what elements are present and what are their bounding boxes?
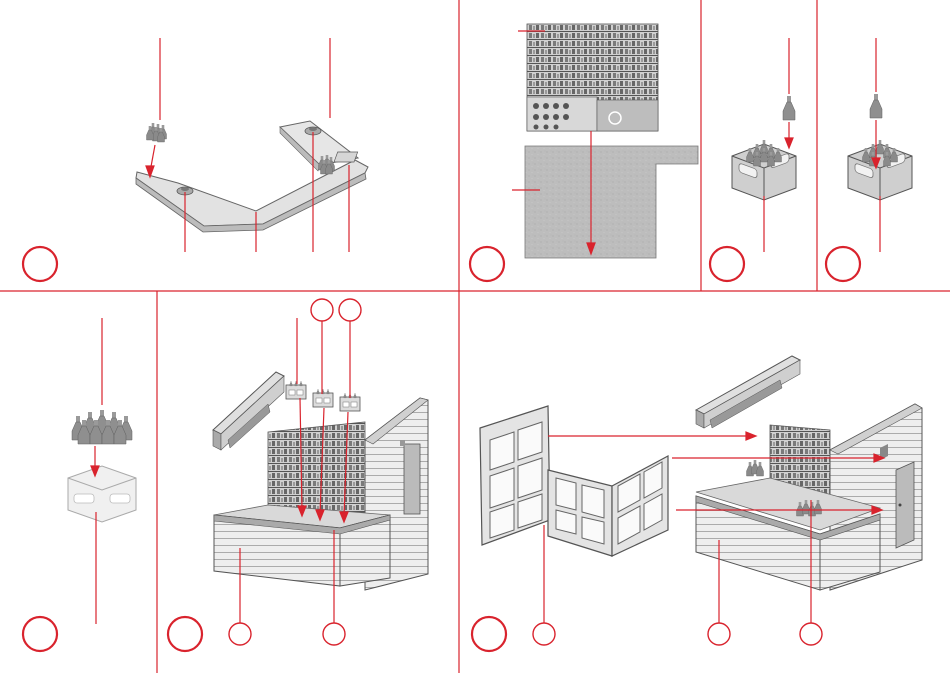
- callout-kiosk-inside: [800, 623, 822, 645]
- callout-window: [533, 623, 555, 645]
- step-markers: [23, 247, 860, 651]
- callout-shelf-wall: [323, 623, 345, 645]
- step-marker-4: [826, 247, 860, 281]
- callout-crate-a: [311, 299, 333, 321]
- step-3-illustration: [732, 38, 796, 252]
- step-4-illustration: [848, 38, 912, 252]
- step-marker-3: [710, 247, 744, 281]
- step-2-illustration: [512, 24, 698, 258]
- step-5-illustration: [68, 318, 136, 624]
- step-marker-1: [23, 247, 57, 281]
- step-marker-2: [470, 247, 504, 281]
- step-marker-6: [168, 617, 202, 651]
- callout-crate-b: [339, 299, 361, 321]
- step-1-illustration: [136, 38, 368, 252]
- callout-wall-left: [229, 623, 251, 645]
- callout-kiosk-wall: [708, 623, 730, 645]
- step-6-illustration: [213, 318, 428, 623]
- step-marker-7: [472, 617, 506, 651]
- step-7-illustration: [480, 356, 922, 623]
- step-marker-5: [23, 617, 57, 651]
